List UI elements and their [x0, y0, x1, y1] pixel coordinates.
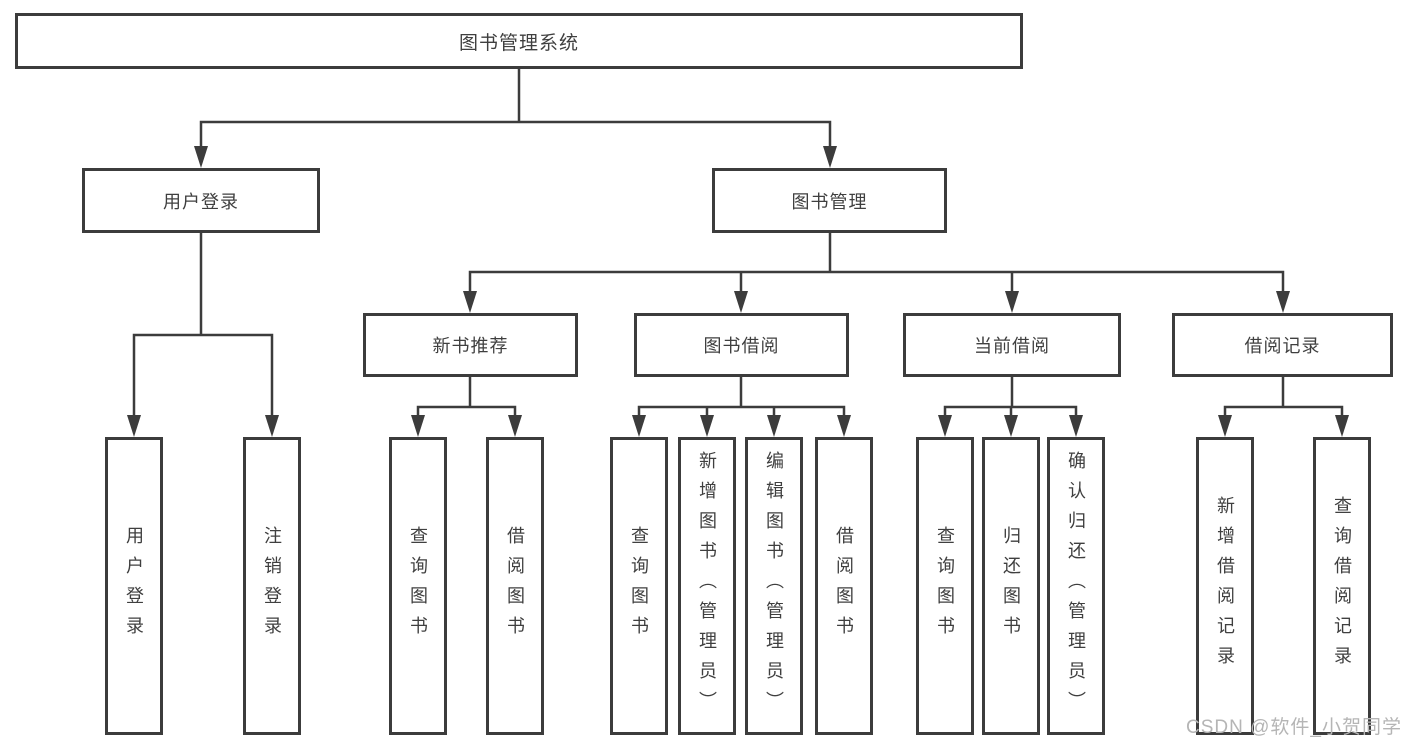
- leaf-logout-label: 注销登录: [262, 526, 282, 646]
- leaf-nb-borrow-books-label: 借阅图书: [505, 526, 525, 646]
- connector-borrow-records: [1223, 375, 1344, 419]
- leaf-user-login-label: 用户登录: [124, 526, 144, 646]
- arrowheads-book-borrow: [632, 415, 851, 437]
- leaf-br-add-record: 新增借阅记录: [1196, 437, 1254, 735]
- node-book-borrow-label: 图书借阅: [703, 336, 780, 356]
- connector-new-books: [416, 375, 517, 419]
- node-root: 图书管理系统: [15, 13, 1023, 69]
- arrowheads-user-login: [127, 415, 279, 437]
- leaf-cb-return-books-label: 归还图书: [1001, 526, 1021, 646]
- connector-user-login: [132, 233, 274, 419]
- node-root-label: 图书管理系统: [458, 32, 579, 54]
- node-new-books: 新书推荐: [363, 313, 578, 377]
- leaf-bb-query-books-label: 查询图书: [629, 526, 649, 646]
- arrowheads-root: [194, 146, 837, 168]
- node-current-borrow: 当前借阅: [903, 313, 1121, 377]
- leaf-cb-confirm-return-admin: 确认归还（管理员）: [1047, 437, 1105, 735]
- node-book-management-label: 图书管理: [791, 191, 868, 212]
- node-borrow-records: 借阅记录: [1172, 313, 1393, 377]
- arrowheads-new-books: [411, 415, 522, 437]
- leaf-bb-borrow-books: 借阅图书: [815, 437, 873, 735]
- arrowheads-current-borrow: [938, 415, 1083, 437]
- connector-current-borrow: [943, 375, 1078, 419]
- node-current-borrow-label: 当前借阅: [974, 336, 1050, 356]
- leaf-user-login: 用户登录: [105, 437, 163, 735]
- connector-book-borrow: [637, 375, 846, 419]
- leaf-bb-add-books-admin: 新增图书（管理员）: [678, 437, 736, 735]
- node-book-borrow: 图书借阅: [634, 313, 849, 377]
- leaf-br-add-record-label: 新增借阅记录: [1215, 496, 1235, 676]
- leaf-cb-confirm-return-admin-label: 确认归还（管理员）: [1066, 451, 1086, 721]
- leaf-bb-edit-books-admin: 编辑图书（管理员）: [745, 437, 803, 735]
- connector-root: [199, 69, 832, 150]
- leaf-cb-return-books: 归还图书: [982, 437, 1040, 735]
- node-new-books-label: 新书推荐: [432, 336, 509, 356]
- leaf-cb-query-books: 查询图书: [916, 437, 974, 735]
- leaf-bb-query-books: 查询图书: [610, 437, 668, 735]
- node-borrow-records-label: 借阅记录: [1244, 336, 1321, 356]
- leaf-br-query-record-label: 查询借阅记录: [1332, 496, 1352, 676]
- node-user-login-label: 用户登录: [163, 191, 239, 212]
- node-book-management: 图书管理: [712, 168, 947, 233]
- leaf-nb-query-books-label: 查询图书: [408, 526, 428, 646]
- leaf-bb-edit-books-admin-label: 编辑图书（管理员）: [764, 451, 784, 721]
- leaf-nb-borrow-books: 借阅图书: [486, 437, 544, 735]
- csdn-watermark: CSDN @软件_小贺同学: [1186, 717, 1402, 738]
- node-user-login: 用户登录: [82, 168, 320, 233]
- connector-book-management: [468, 233, 1285, 295]
- leaf-bb-borrow-books-label: 借阅图书: [834, 526, 854, 646]
- arrowheads-borrow-records: [1218, 415, 1349, 437]
- leaf-cb-query-books-label: 查询图书: [935, 526, 955, 646]
- leaf-bb-add-books-admin-label: 新增图书（管理员）: [697, 451, 717, 721]
- arrowheads-book-management: [463, 291, 1290, 313]
- leaf-br-query-record: 查询借阅记录: [1313, 437, 1371, 735]
- leaf-logout: 注销登录: [243, 437, 301, 735]
- leaf-nb-query-books: 查询图书: [389, 437, 447, 735]
